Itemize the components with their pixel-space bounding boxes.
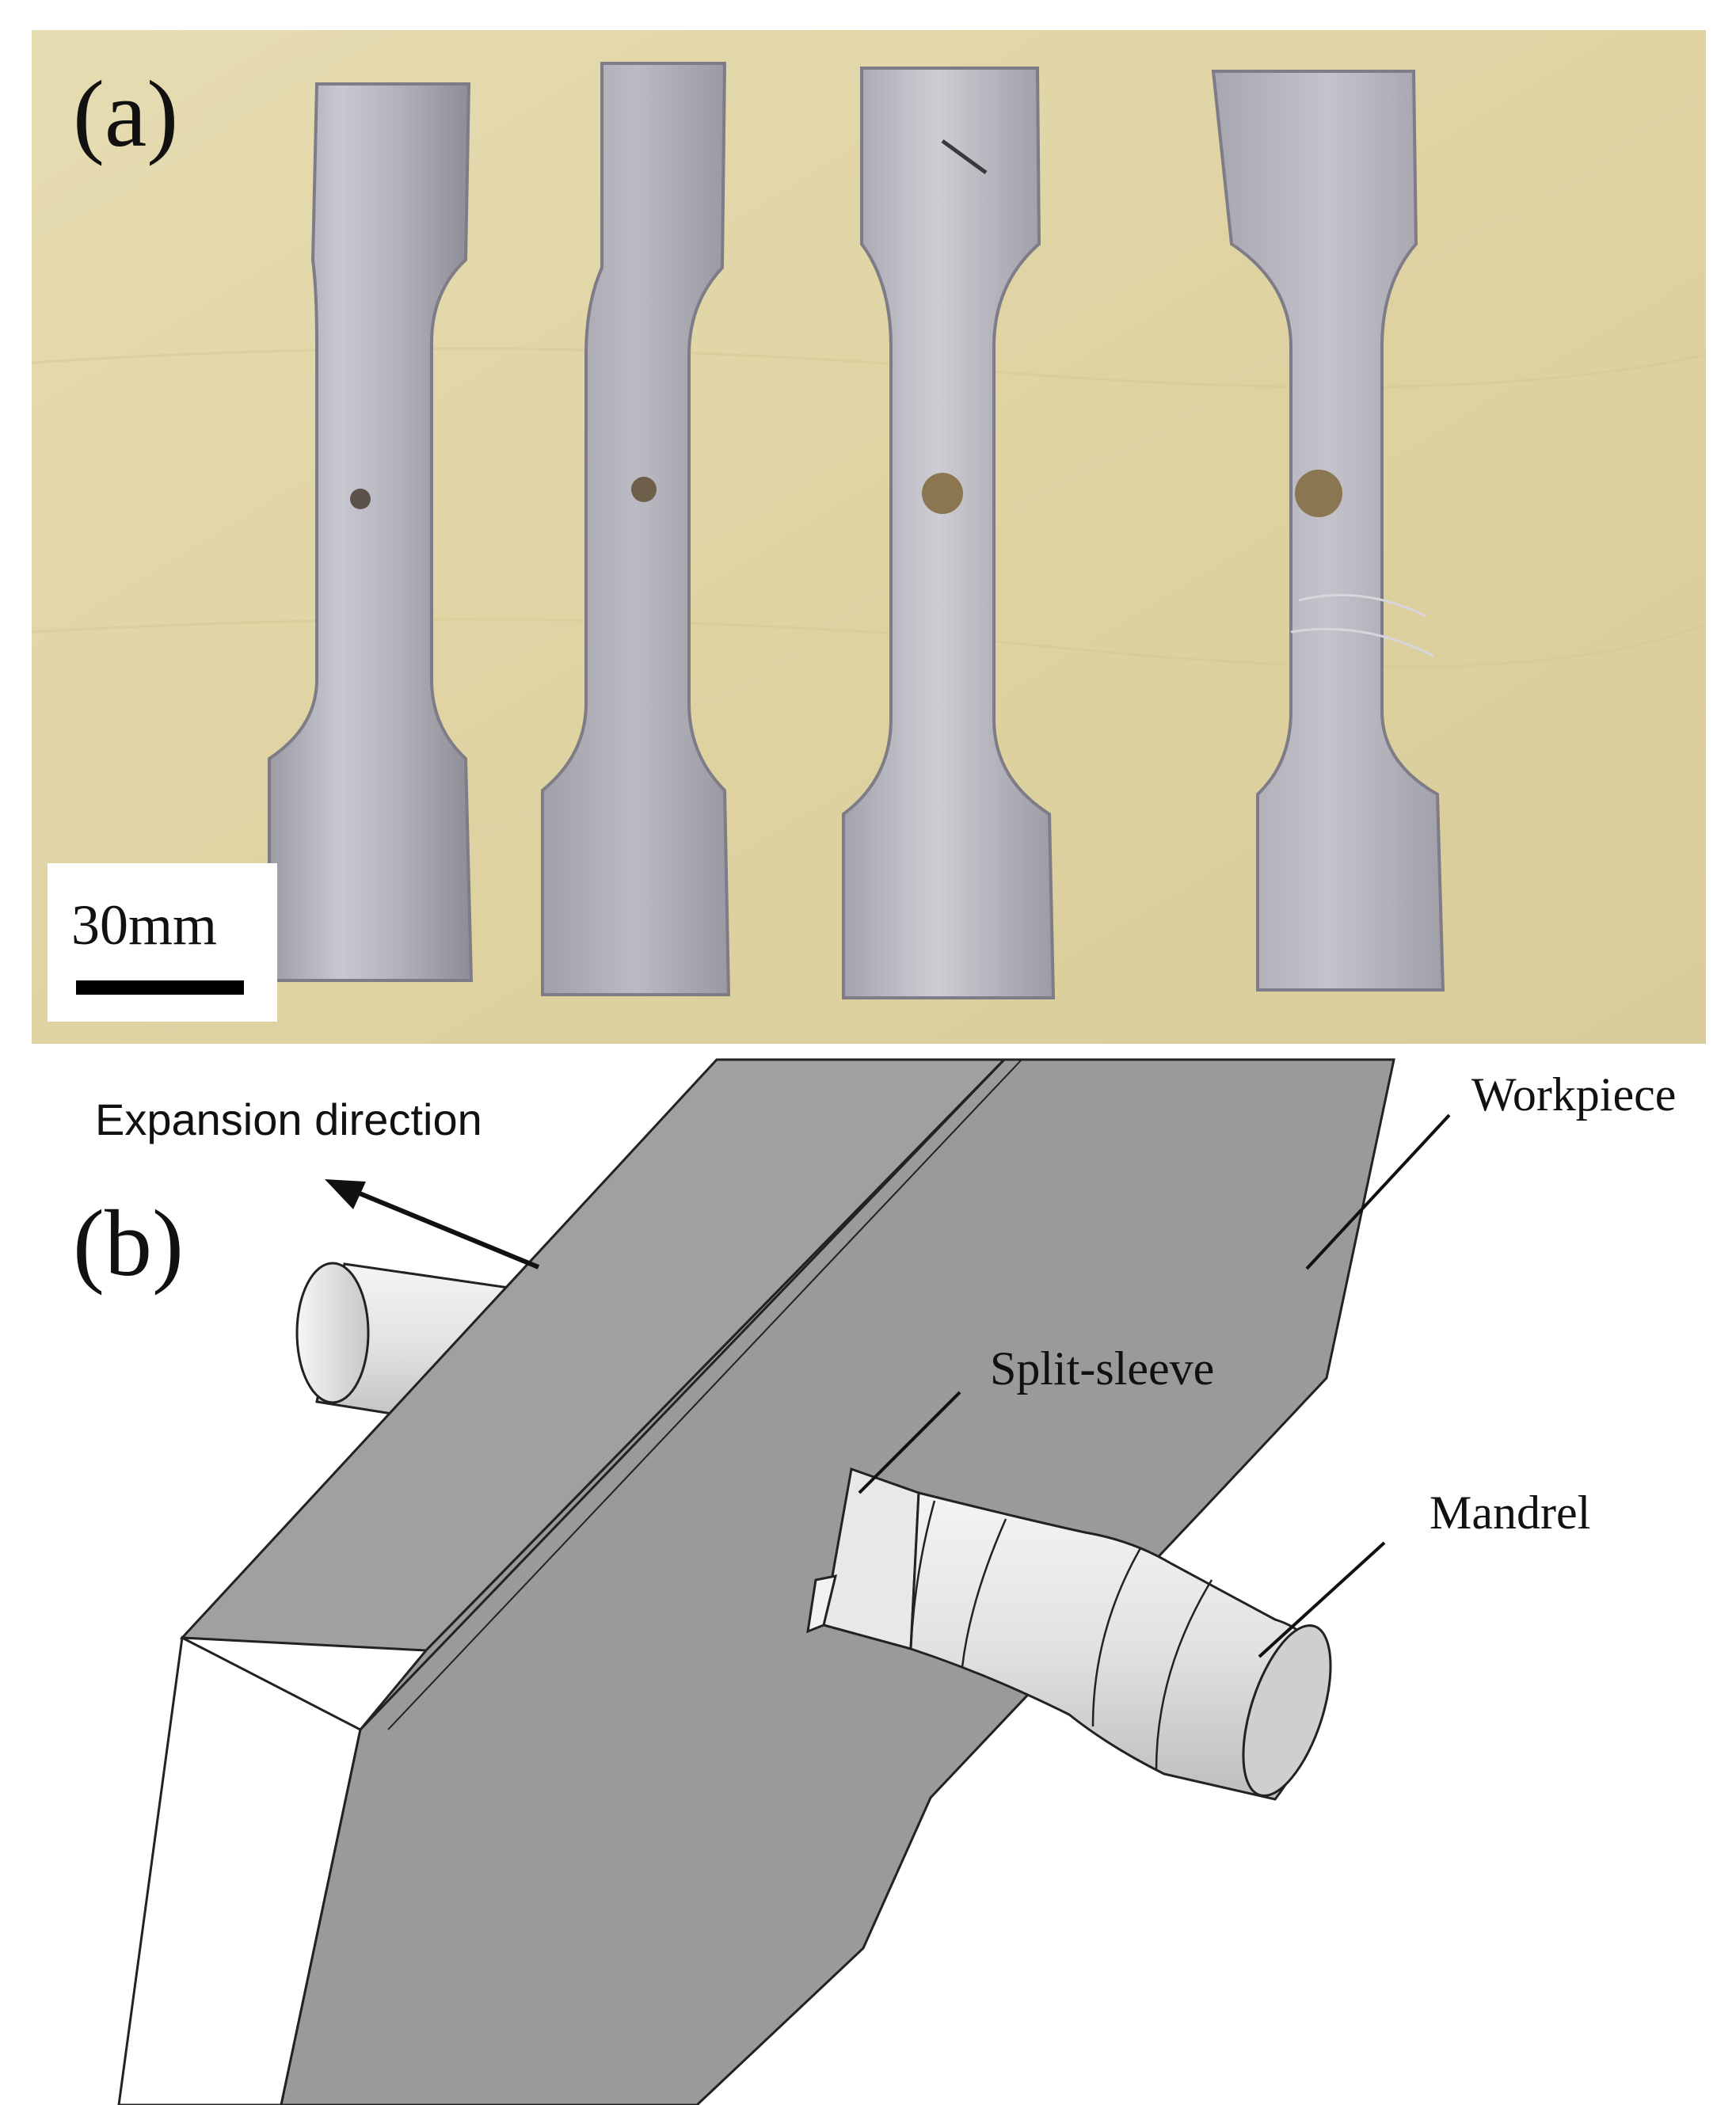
expansion-direction-arrow xyxy=(325,1179,540,1269)
specimen-2 xyxy=(541,62,731,996)
scale-bar xyxy=(76,980,244,995)
panel-a-label: (a) xyxy=(73,61,179,166)
scale-bar-box: 30mm xyxy=(48,863,277,1022)
mandrel-label: Mandrel xyxy=(1430,1486,1591,1539)
specimen-photo xyxy=(32,30,1706,1044)
schematic-diagram xyxy=(117,1058,1451,2105)
panel-b-label: (b) xyxy=(73,1190,184,1296)
mandrel xyxy=(909,1491,1332,1801)
split-sleeve-label: Split-sleeve xyxy=(990,1342,1215,1395)
mandrel-leader-line xyxy=(1258,1541,1386,1658)
specimen-3-hole xyxy=(922,473,963,514)
specimen-3 xyxy=(842,67,1056,999)
split-sleeve-leader-line xyxy=(858,1391,961,1494)
specimen-1 xyxy=(268,82,474,982)
expansion-direction-label: Expansion direction xyxy=(95,1094,482,1144)
workpiece-label: Workpiece xyxy=(1471,1068,1677,1121)
specimen-1-hole xyxy=(350,489,371,509)
specimen-4 xyxy=(1211,70,1445,992)
specimen-2-hole xyxy=(631,477,657,502)
workpiece-leader-line xyxy=(1305,1113,1451,1270)
scale-bar-label: 30mm xyxy=(71,893,218,957)
split-sleeve xyxy=(806,1467,920,1650)
workpiece-side-face xyxy=(117,1635,362,2105)
specimen-4-hole xyxy=(1295,470,1342,517)
